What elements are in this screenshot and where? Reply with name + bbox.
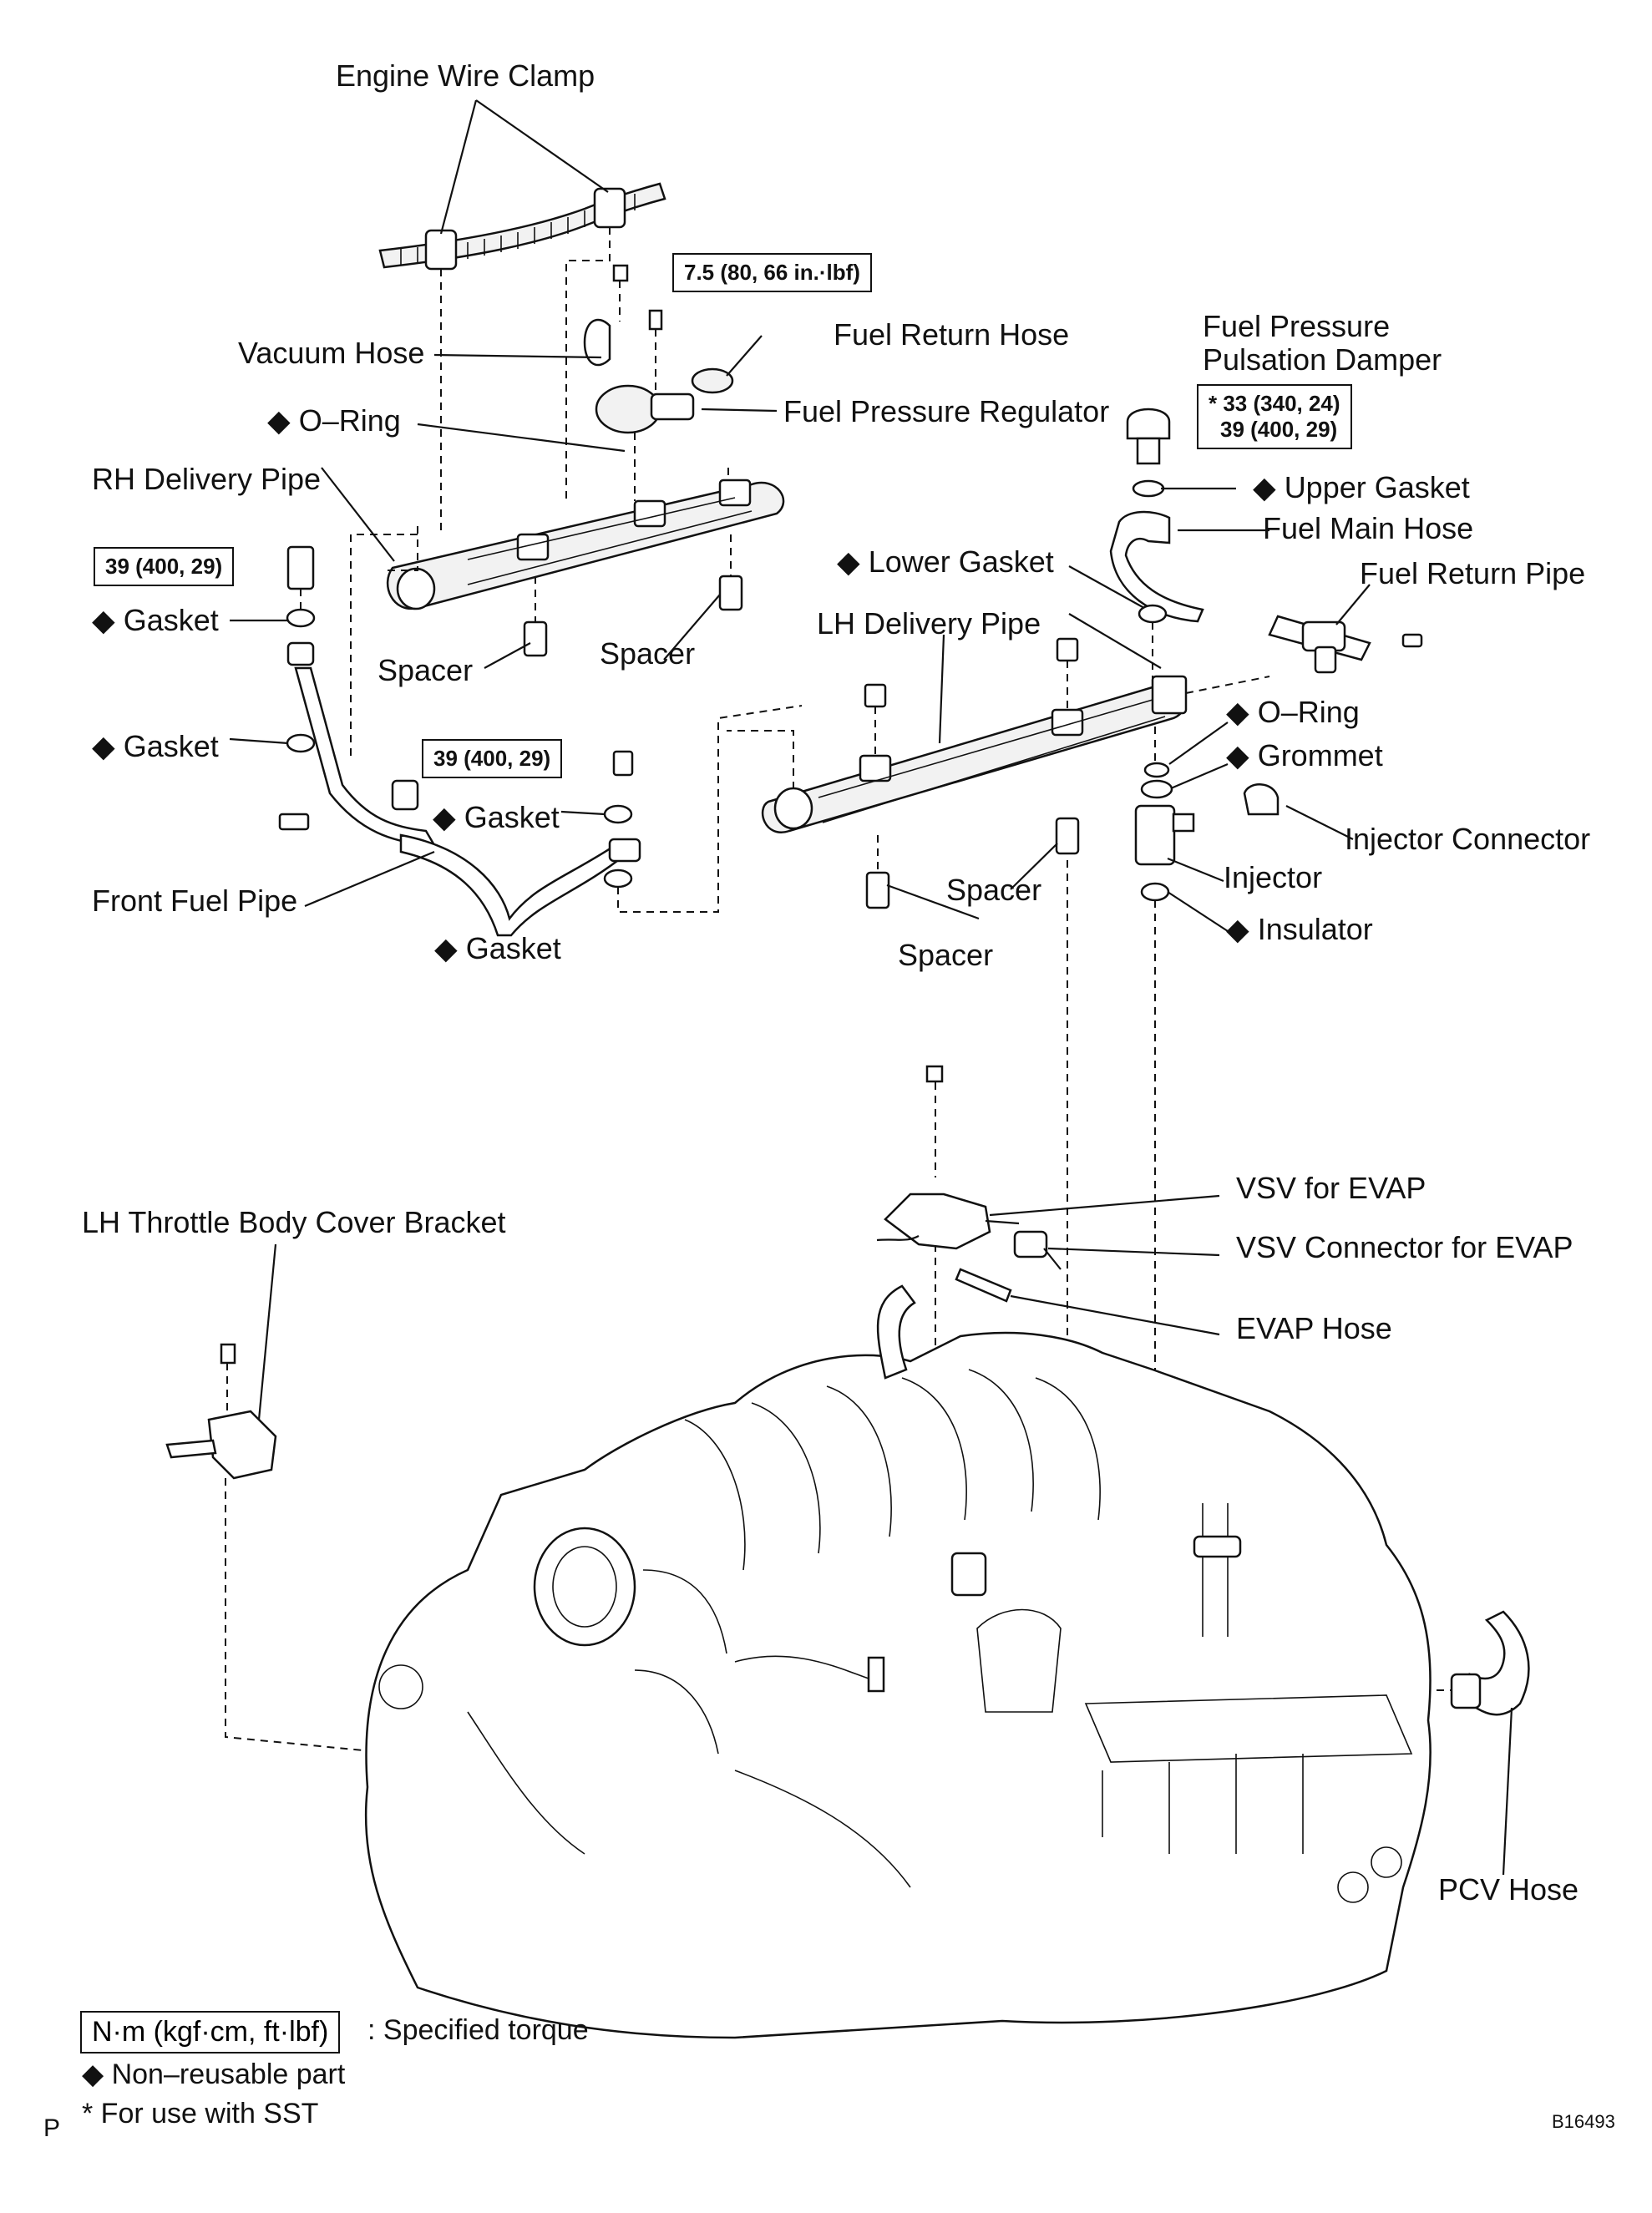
legend-torque-desc: : Specified torque [367,2014,589,2046]
rh-delivery-pipe-drawing [321,467,785,669]
label-lower-gasket: ◆ Lower Gasket [837,544,1054,579]
page-marker: P [43,2114,61,2142]
label-spacer-3: Spacer [946,873,1042,907]
torque-damper-line1: * 33 (340, 24) [1209,391,1340,416]
label-fuel-main-hose: Fuel Main Hose [1263,511,1474,545]
regulator-drawing [417,264,778,501]
label-fuel-return-pipe: Fuel Return Pipe [1360,556,1586,590]
engine-drawing [364,1284,1432,2039]
label-injector-connector: Injector Connector [1345,822,1591,856]
lh-delivery-pipe-drawing [727,613,1270,1336]
front-fuel-pipe-drawing [229,534,803,937]
label-evap-hose: EVAP Hose [1236,1311,1392,1345]
label-fuel-return-hose: Fuel Return Hose [834,317,1070,352]
label-spacer-1: Spacer [600,636,696,671]
pcv-hose-drawing [1450,1610,1530,1876]
label-o-ring-right: ◆ O–Ring [1226,695,1360,729]
label-upper-gasket: ◆ Upper Gasket [1253,470,1470,504]
fuel-return-pipe-drawing [1268,584,1423,674]
torque-rh-pipe-bolt: 39 (400, 29) [94,547,235,587]
label-gasket-4: ◆ Gasket [434,931,561,965]
torque-rh-pipe-text: 39 (400, 29) [105,554,223,579]
torque-front-pipe-bolt: 39 (400, 29) [422,739,563,779]
label-gasket-3: ◆ Gasket [433,800,560,834]
torque-front-pipe-text: 39 (400, 29) [433,746,551,771]
legend-torque-box: N·m (kgf·cm, ft·lbf) [80,2011,341,2053]
torque-damper-line2: 39 (400, 29) [1220,417,1338,443]
label-o-ring-top: ◆ O–Ring [267,403,401,438]
label-vacuum-hose: Vacuum Hose [238,336,425,370]
torque-regulator-text: 7.5 (80, 66 in.·lbf) [684,260,860,285]
pulsation-damper-drawing [1068,408,1269,685]
torque-regulator-bolt: 7.5 (80, 66 in.·lbf) [672,253,872,293]
label-rh-delivery-pipe: RH Delivery Pipe [92,462,322,496]
label-fuel-pressure-1: Fuel Pressure [1203,309,1391,343]
label-gasket-1: ◆ Gasket [92,603,219,637]
legend-non-reusable: ◆ Non–reusable part [82,2059,346,2090]
label-vsv-for-evap: VSV for EVAP [1236,1171,1426,1205]
label-grommet: ◆ Grommet [1226,738,1383,772]
figure-id: B16493 [1552,2111,1615,2132]
wire-harness-drawing [378,182,666,271]
label-fuel-pressure-2: Pulsation Damper [1203,342,1442,377]
label-injector: Injector [1224,860,1323,894]
label-pcv-hose: PCV Hose [1438,1872,1579,1907]
label-engine-wire-clamp: Engine Wire Clamp [336,58,595,93]
label-spacer-2: Spacer [378,653,474,687]
torque-damper: * 33 (340, 24) 39 (400, 29) [1197,384,1352,450]
label-lh-throttle-body-cover-bracket: LH Throttle Body Cover Bracket [82,1205,506,1239]
label-fuel-pressure-regulator: Fuel Pressure Regulator [783,394,1110,428]
label-vsv-connector-for-evap: VSV Connector for EVAP [1236,1230,1573,1264]
label-front-fuel-pipe: Front Fuel Pipe [92,884,298,918]
label-spacer-4: Spacer [898,938,994,972]
label-gasket-2: ◆ Gasket [92,729,219,763]
injector-drawing [1134,722,1354,1553]
label-lh-delivery-pipe: LH Delivery Pipe [817,606,1041,641]
legend-sst: * For use with SST [82,2098,319,2129]
vsv-evap-drawing [876,1065,1220,1553]
label-insulator: ◆ Insulator [1226,912,1373,946]
